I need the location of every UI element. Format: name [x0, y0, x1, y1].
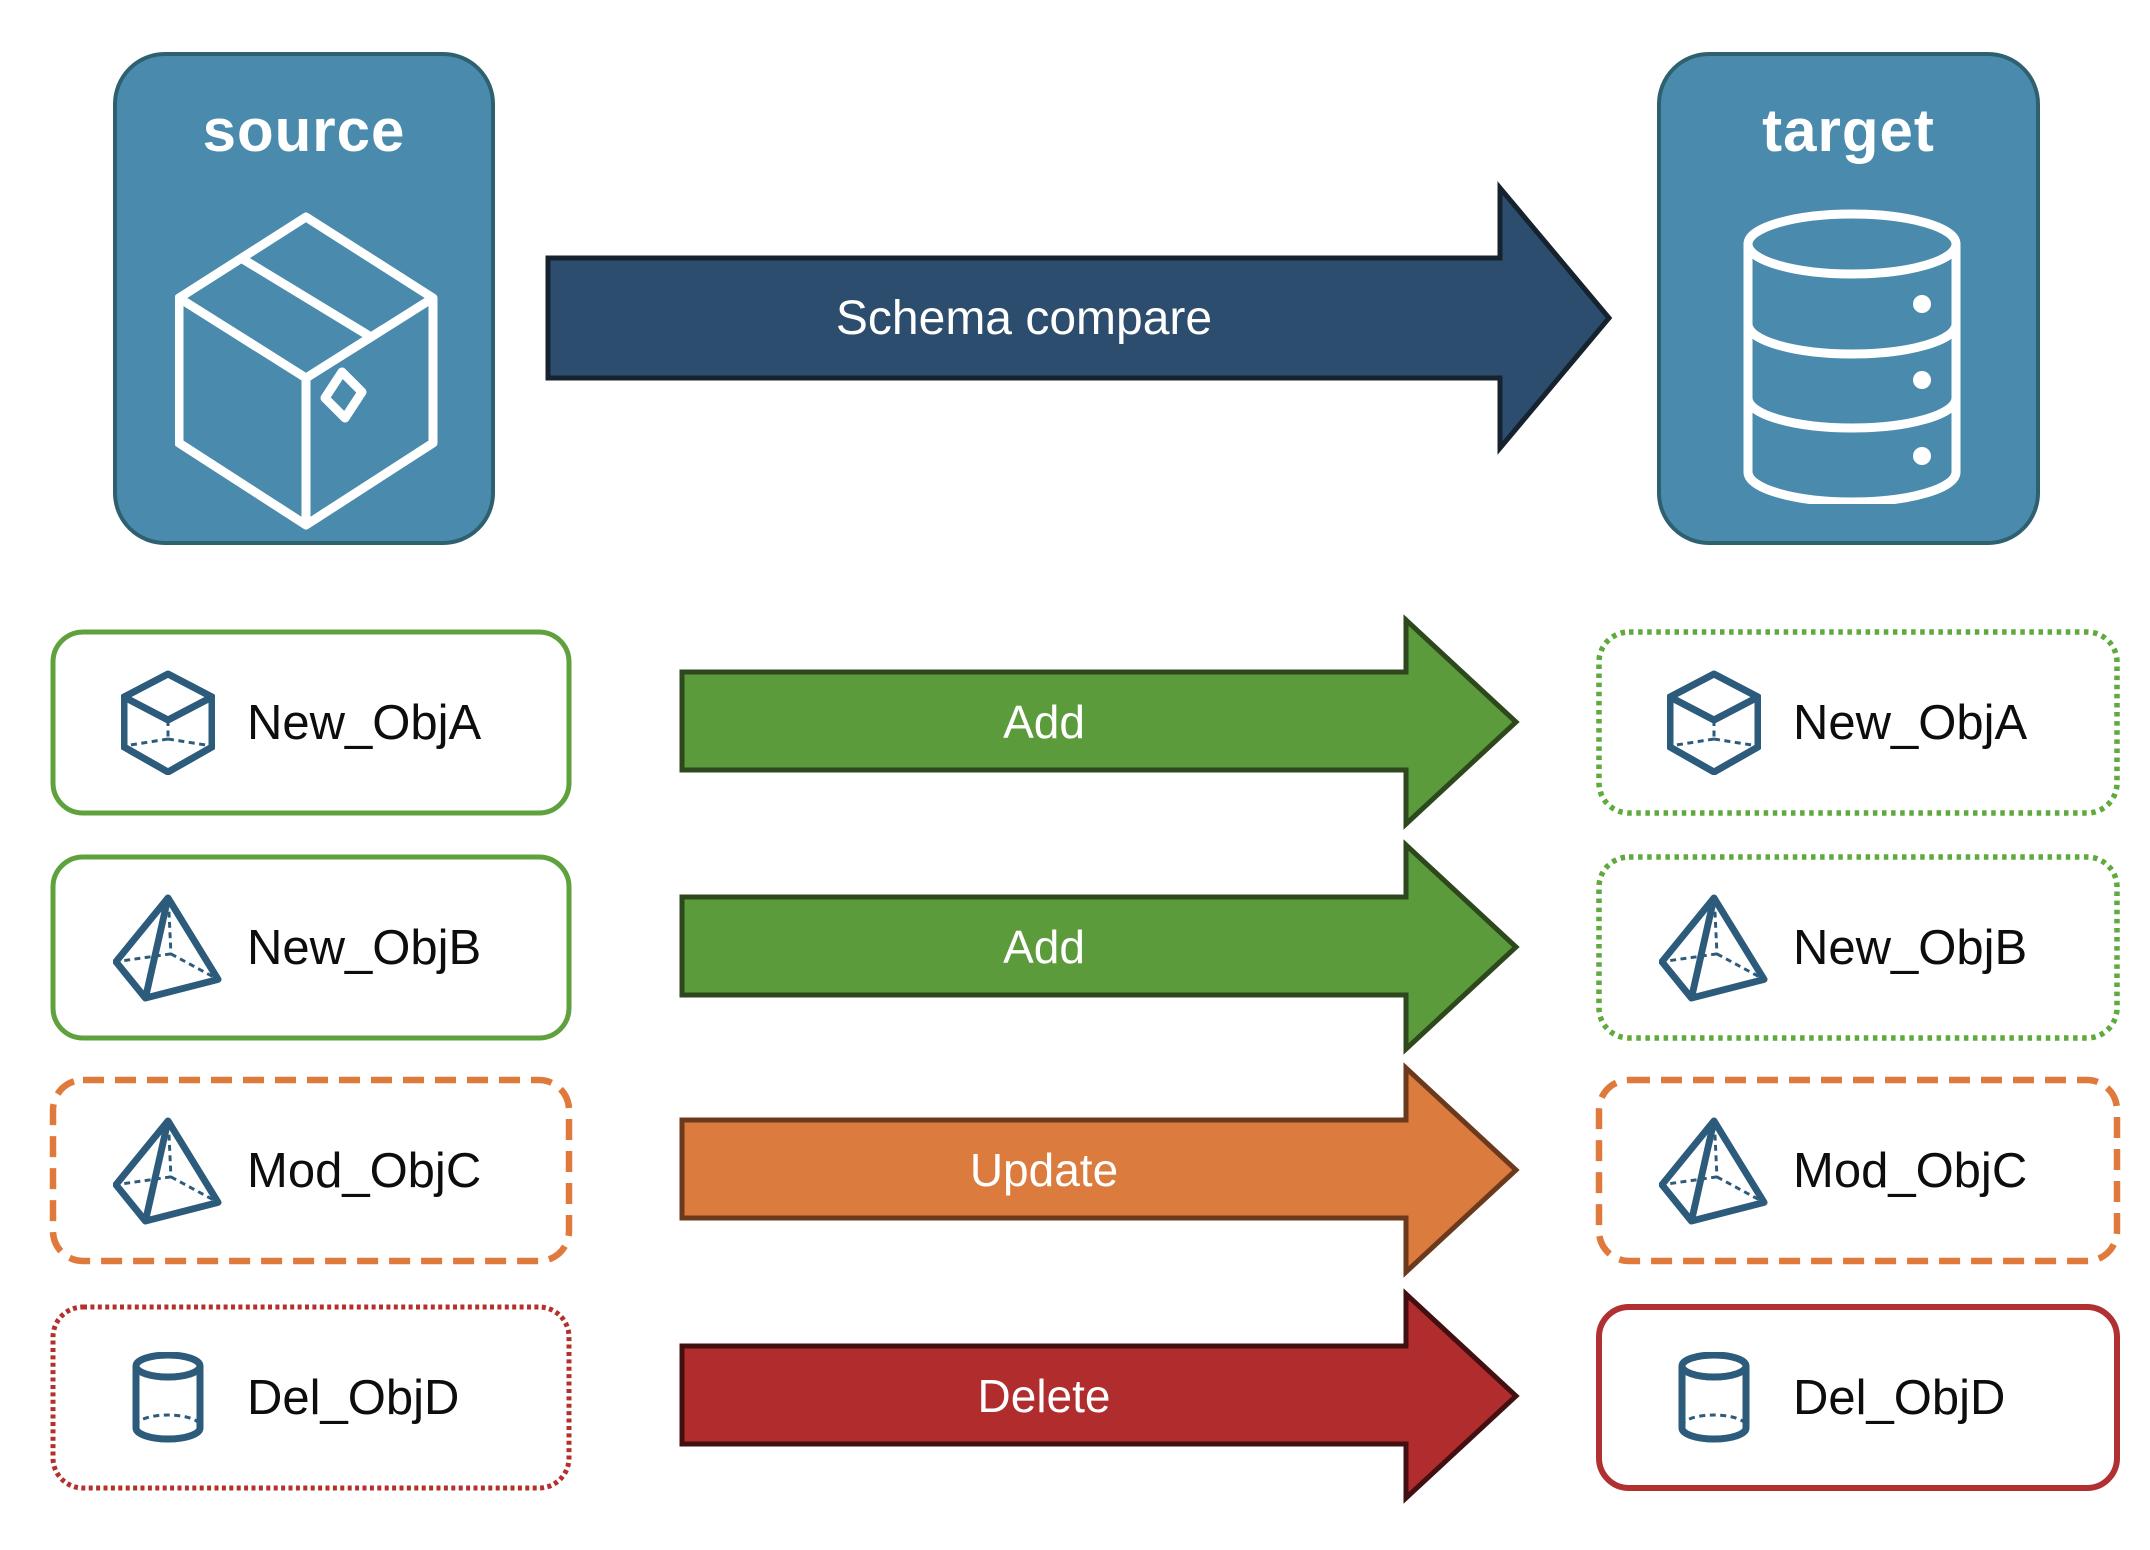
source-card-del-objd: Del_ObjD: [50, 1304, 572, 1491]
target-card-mod-objc: Mod_ObjC: [1595, 1076, 2121, 1265]
target-card-new-obja: New_ObjA: [1596, 629, 2120, 816]
target-card-del-objd: Del_ObjD: [1596, 1304, 2120, 1491]
source-card-mod-objc: Mod_ObjC: [49, 1076, 573, 1265]
source-card-new-obja: New_ObjA: [50, 629, 572, 816]
card-border: [50, 854, 572, 1041]
object-name: New_ObjA: [1793, 695, 2028, 750]
source-title: source: [202, 97, 406, 164]
object-name: New_ObjB: [1793, 920, 2028, 975]
target-box: target: [1657, 52, 2040, 545]
object-name: Del_ObjD: [1793, 1370, 2006, 1425]
add-arrow-row-1: Add: [679, 614, 1520, 830]
delete-arrow-row-4: Delete: [679, 1288, 1520, 1504]
card-border: [1596, 854, 2120, 1041]
object-name: New_ObjB: [247, 920, 482, 975]
card-border: [50, 1304, 572, 1491]
object-name: New_ObjA: [247, 695, 482, 750]
card-border: [50, 629, 572, 816]
schema-compare-arrow: Schema compare: [545, 181, 1613, 455]
add-arrow-row-2: Add: [679, 839, 1520, 1055]
source-box: source: [113, 52, 495, 545]
object-name: Mod_ObjC: [1793, 1143, 2028, 1198]
target-card-new-objb: New_ObjB: [1596, 854, 2120, 1041]
database-icon: [1743, 209, 1961, 504]
card-border: [1596, 629, 2120, 816]
object-name: Mod_ObjC: [247, 1143, 482, 1198]
object-name: Del_ObjD: [247, 1370, 460, 1425]
card-border: [49, 1076, 573, 1265]
source-card-new-objb: New_ObjB: [50, 854, 572, 1041]
target-title: target: [1762, 97, 1935, 164]
package-icon: [175, 212, 438, 530]
card-border: [1595, 1076, 2121, 1265]
update-arrow-row-3: Update: [679, 1062, 1520, 1278]
card-border: [1596, 1304, 2120, 1491]
